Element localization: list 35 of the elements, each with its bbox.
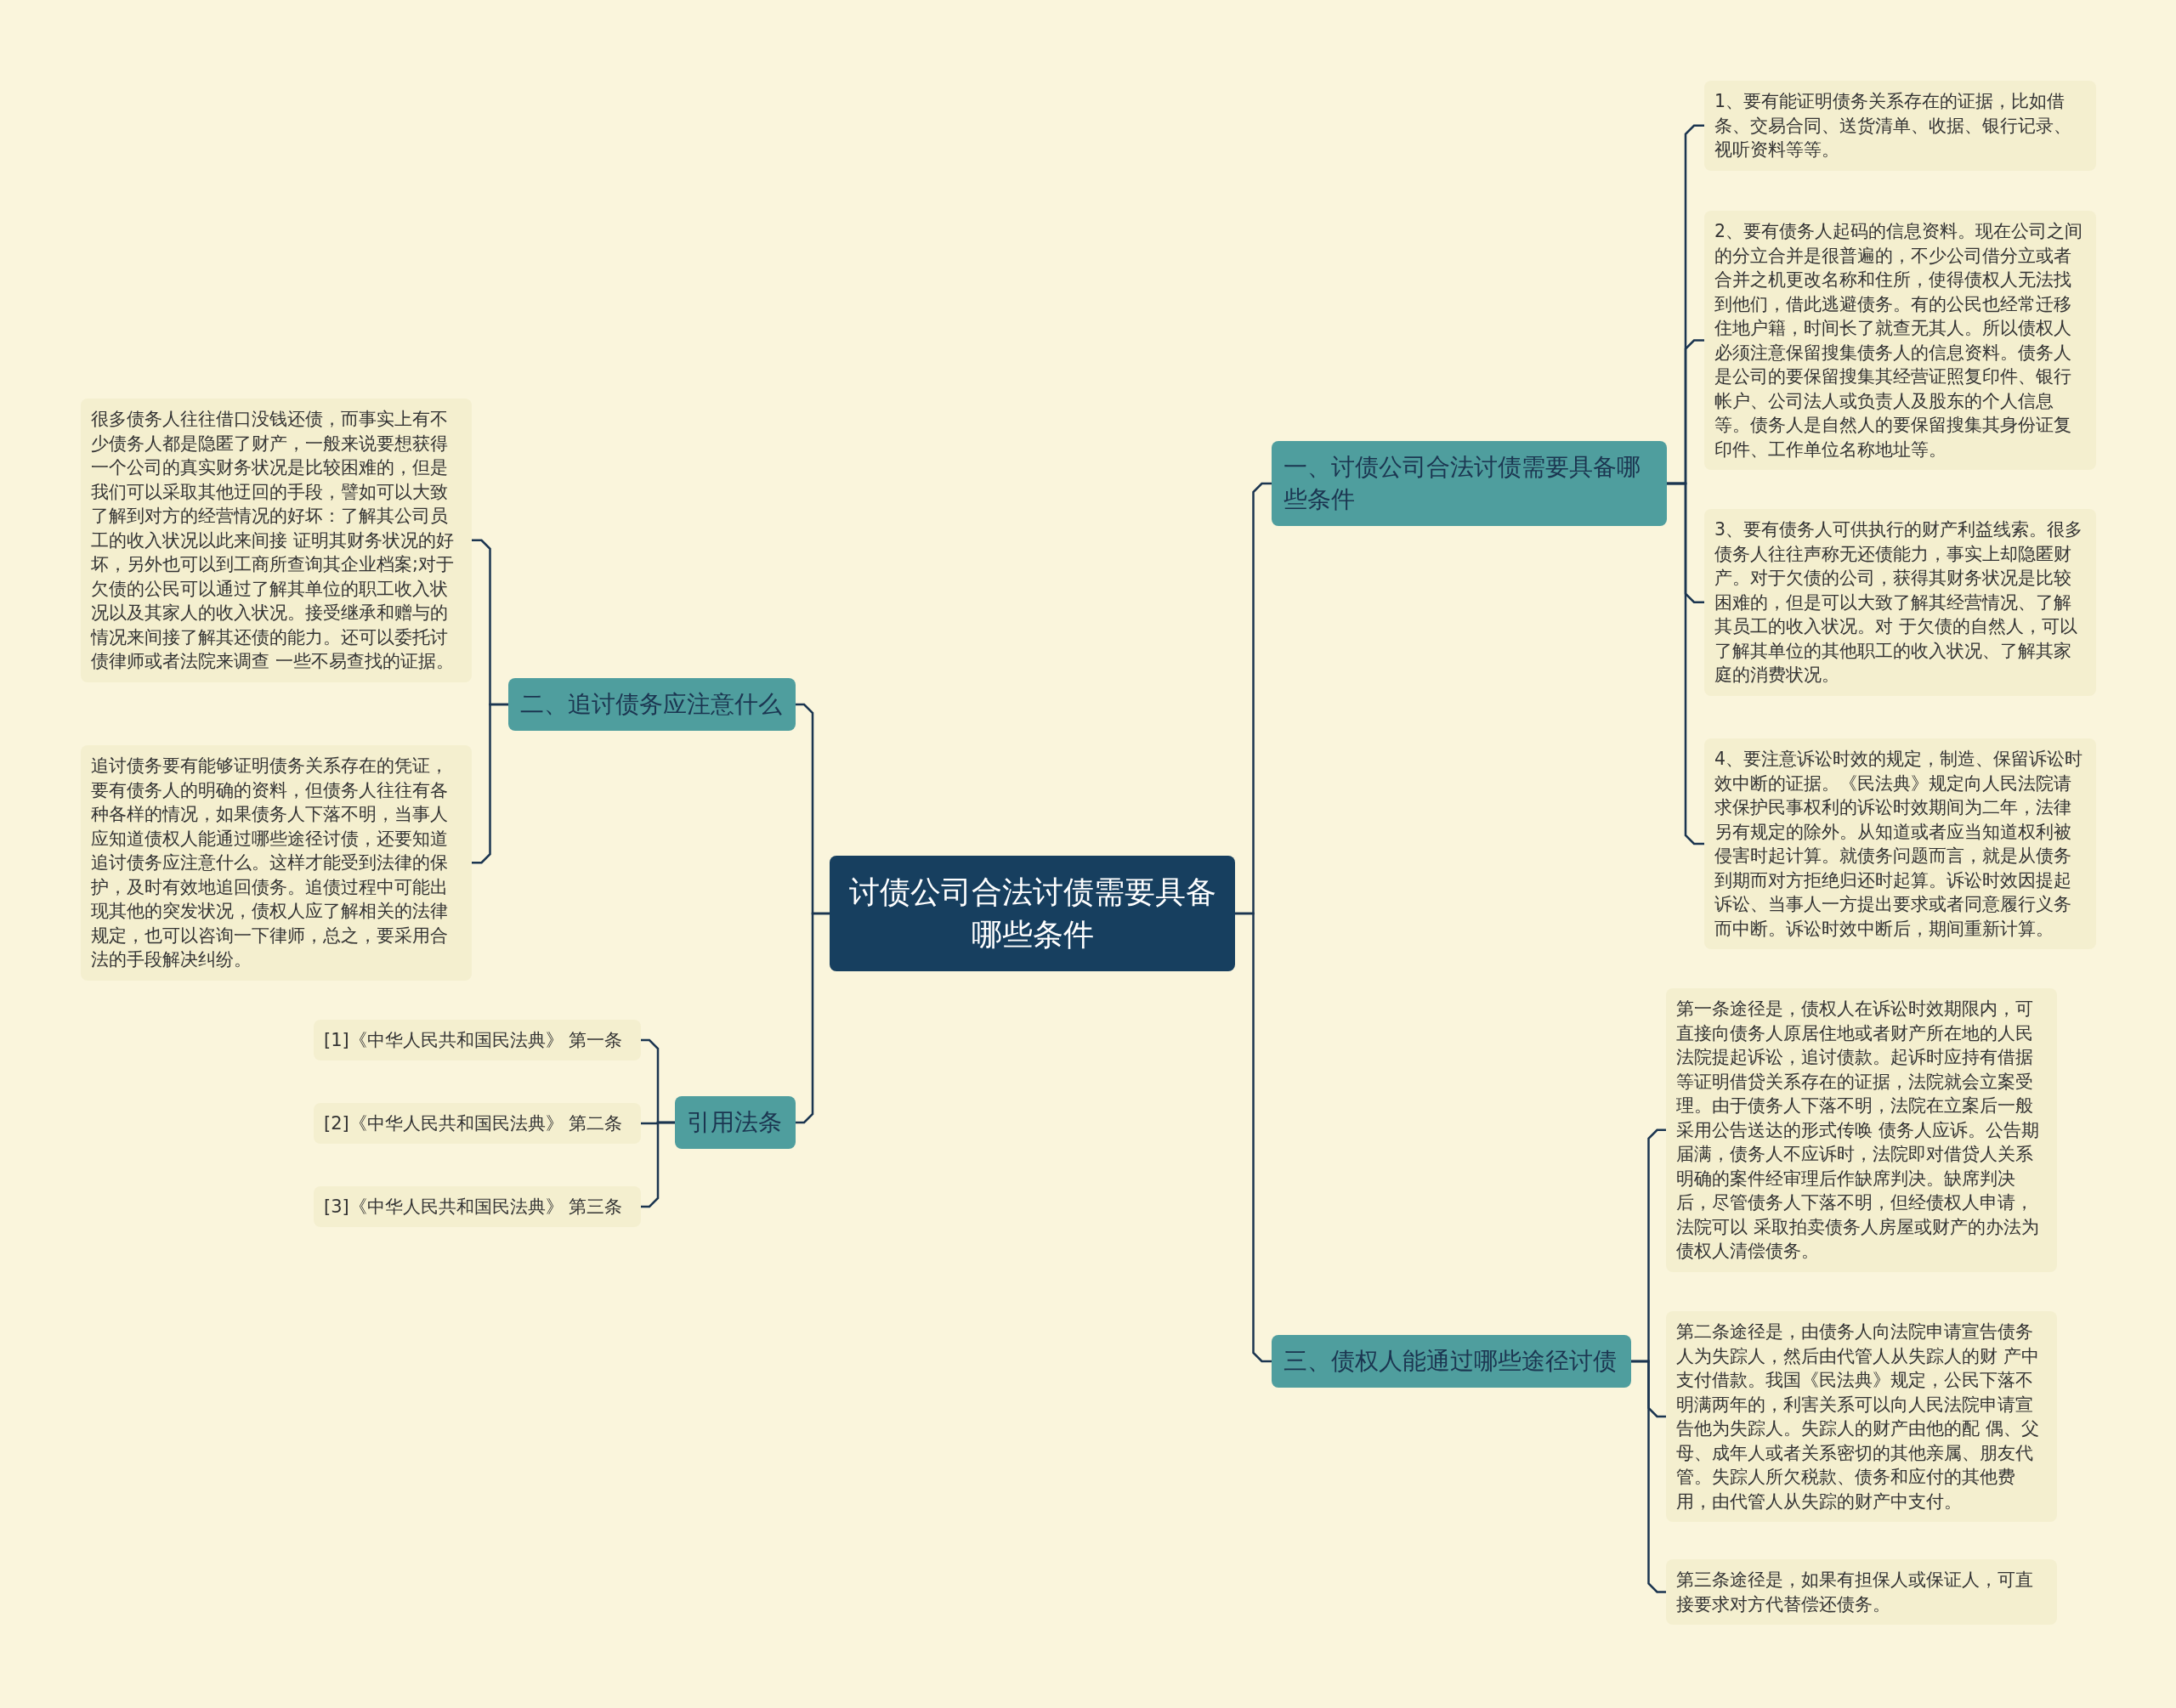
topic-text: 二、追讨债务应注意什么: [520, 689, 783, 720]
branch-topic: [508, 678, 796, 731]
connector-line: [472, 703, 508, 864]
citation-card: [314, 1020, 641, 1060]
connector-line: [1631, 1360, 1666, 1593]
topic-text: 3、要有债务人可供执行的财产利益线索。很多债务人往往声称无还债能力，事实上却隐匿财产。对于欠债的公司，获得其财务状况是比较困难的，但是可以大致了解其经营情况、了解其员工的收入状况。对 于欠债的自然人，可以了解其单位的其他职工的收入状况、了解其家庭的消费状况。: [1714, 518, 2084, 687]
topic-text: [2]《中华人民共和国民法典》 第二条: [324, 1112, 624, 1135]
connector-line: [641, 1121, 675, 1208]
topic-text: 1、要有能证明债务关系存在的证据，比如借条、交易合同、送货清单、收据、银行记录、视听资料等等。: [1714, 90, 2072, 161]
note-card: [1704, 509, 2096, 696]
citation-card: [314, 1103, 641, 1144]
branch-topic: [675, 1096, 796, 1149]
topic-text: 第三条途径是，如果有担保人或保证人，可直接要求对方代替偿还债务。: [1676, 1569, 2034, 1616]
topic-text: 2、要有债务人起码的信息资料。现在公司之间的分立合并是很普遍的，不少公司借分立或者合并之机更改名称和住所，使得债权人无法找到他们，借此逃避债务。有的公民也经常迁移住地户籍，时间长了就查无其人。所以债权人必须注意保留搜集债务人的信息资料。债务人是公司的要保留搜集其经营证照复印件、银行帐户、公司法人或负责人及股东的个人信息等。债务人是自然人的要保留搜集其身份证复印件、工作单位名称地址等。: [1714, 220, 2084, 461]
branch-topic: [1272, 1335, 1631, 1388]
note-card: [81, 745, 472, 981]
citation-card: [314, 1186, 641, 1227]
topic-text: [3]《中华人民共和国民法典》 第三条: [324, 1196, 624, 1219]
topic-text: 追讨债务要有能够证明债务关系存在的凭证，要有债务人的明确的资料，但债务人往往有各种各样的情况，如果债务人下落不明，当事人应知道债权人能通过哪些途径讨债，还要知道追讨债务应注意什么。这样才能受到法律的保护，及时有效地追回债务。追债过程中可能出现其他的突发状况，债权人应了解相关的法律规定，也可以咨询一下律师，总之，要采用合法的手段解决纠纷。: [91, 755, 449, 971]
topic-text: 讨债公司合法讨债需要具备哪些条件: [847, 874, 1217, 953]
topic-text: 很多债务人往往借口没钱还债，而事实上有不少债务人都是隐匿了财产，一般来说要想获得一个公司的真实财务状况是比较困难的，但是我们可以采取其他迂回的手段，譬如可以大致了解到对方的经营情况的好坏：了解其公司员工的收入状况以此来间接 证明其财务状况的好坏，另外也可以到工商所查询其企业档案;对于欠债的公民可以通过了解其单位的职工收入状况以及其家人的收入状况。接受继承和赠与的情况来间接了解其还债的能力。还可以委托讨债律师或者法院来调查 一些不易查找的证据。: [91, 408, 455, 673]
topic-text: 第一条途径是，债权人在诉讼时效期限内，可直接向债务人原居住地或者财产所在地的人民法院提起诉讼，追讨债款。起诉时应持有借据等证明借贷关系存在的证据，法院就会立案受理。由于债务人下落不明，法院在立案后一般采用公告送达的形式传唤 债务人应诉。公告期届满，债务人不应诉时，法院即对借贷人关系明确的案件经审理后作缺席判决。缺席判决后，尽管债务人下落不明，但经债权人申请，法院可以 采取拍卖债务人房屋或财产的办法为债权人清偿债务。: [1676, 998, 2040, 1263]
connector-line: [796, 912, 830, 1124]
central-topic: [830, 856, 1235, 971]
topic-text: 三、债权人能通过哪些途径讨债: [1284, 1346, 1618, 1377]
branch-topic: [1272, 441, 1667, 526]
connector-line: [1667, 482, 1704, 846]
note-card: [1704, 81, 2096, 171]
topic-text: 一、讨债公司合法讨债需要具备哪些条件: [1284, 452, 1641, 515]
topic-text: 引用法条: [687, 1107, 783, 1138]
topic-text: [1]《中华人民共和国民法典》 第一条: [324, 1029, 624, 1052]
note-card: [1666, 1559, 2057, 1625]
topic-text: 4、要注意诉讼时效的规定，制造、保留诉讼时效中断的证据。《民法典》规定向人民法院请求保护民事权利的诉讼时效期间为二年，法律另有规定的除外。从知道或者应当知道权利被侵害时起计算。就债务问题而言，就是从债务到期而对方拒绝归还时起算。诉讼时效因提起诉讼、当事人一方提出要求或者同意履行义务而中断。诉讼时效中断后，期间重新计算。: [1714, 748, 2084, 941]
topic-text: 第二条途径是，由债务人向法院申请宣告债务人为失踪人，然后由代管人从失踪人的财 产中支付借款。我国《民法典》规定，公民下落不明满两年的，利害关系可以向人民法院申请宣告他为失踪人。失踪人的财产由他的配 偶、父母、成年人或者关系密切的其他亲属、朋友代管。失踪人所欠税款、债务和应付的其他费用，由代管人从失踪的财产中支付。: [1676, 1321, 2040, 1513]
connector-line: [1235, 912, 1272, 1363]
